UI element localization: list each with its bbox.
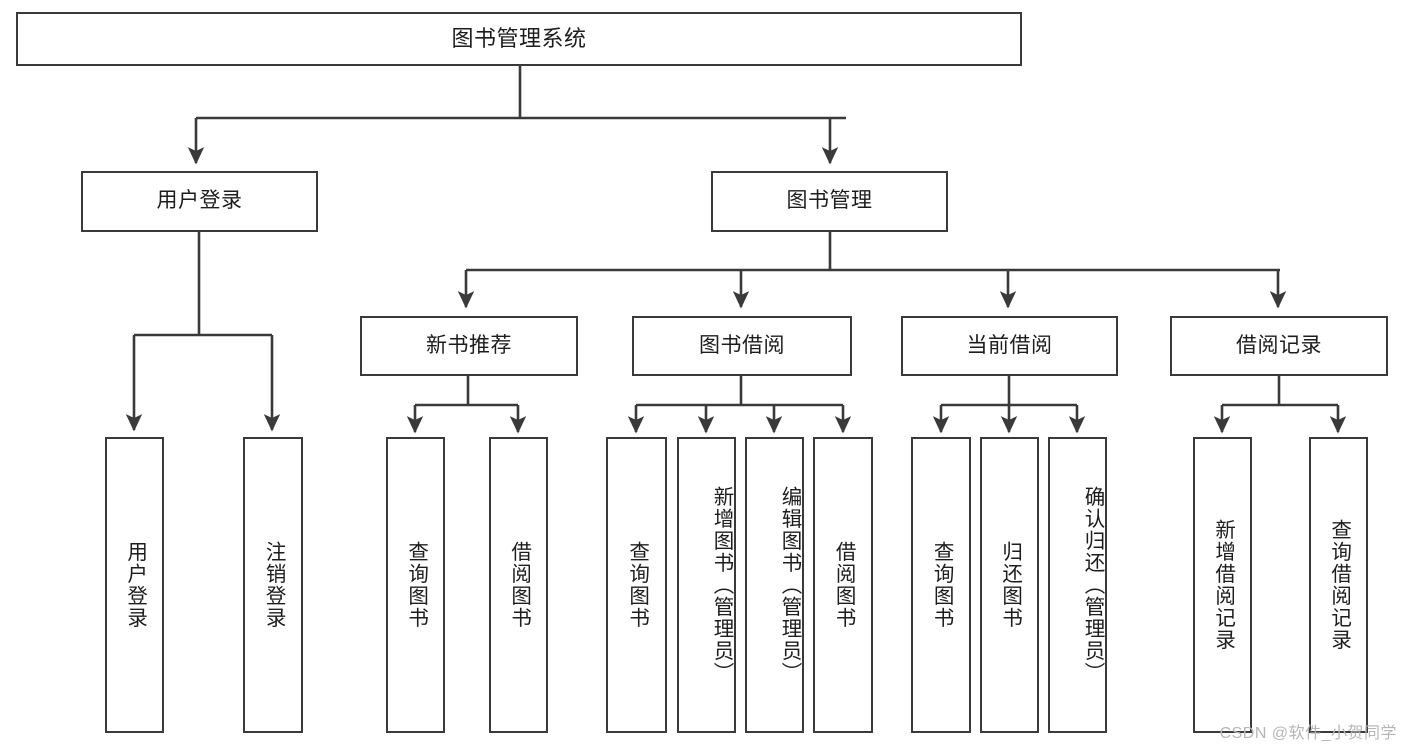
node-label: 借阅图书 bbox=[832, 541, 856, 629]
node-current-borrow[interactable]: 当前借阅 bbox=[901, 316, 1118, 376]
node-label: 新增图书（管理员） bbox=[710, 485, 733, 684]
leaf-user-login-login[interactable]: 用户登录 bbox=[105, 437, 164, 733]
leaf-current-confirm-return-admin[interactable]: 确认归还（管理员） bbox=[1048, 437, 1107, 733]
leaf-record-query-record[interactable]: 查询借阅记录 bbox=[1309, 437, 1368, 733]
node-root-system[interactable]: 图书管理系统 bbox=[16, 12, 1022, 66]
leaf-current-return-book[interactable]: 归还图书 bbox=[980, 437, 1039, 733]
node-label: 图书借阅 bbox=[699, 333, 785, 357]
node-label: 借阅记录 bbox=[1236, 333, 1322, 357]
node-label: 图书管理系统 bbox=[451, 25, 587, 51]
node-label: 确认归还（管理员） bbox=[1081, 485, 1104, 684]
node-label: 当前借阅 bbox=[966, 333, 1053, 357]
node-book-management[interactable]: 图书管理 bbox=[711, 171, 948, 232]
leaf-user-login-logout[interactable]: 注销登录 bbox=[243, 437, 303, 733]
node-label: 注销登录 bbox=[262, 541, 286, 629]
node-label: 编辑图书（管理员） bbox=[778, 485, 801, 684]
node-new-book-recommend[interactable]: 新书推荐 bbox=[360, 316, 578, 376]
node-label: 借阅图书 bbox=[507, 541, 531, 629]
node-book-borrow[interactable]: 图书借阅 bbox=[632, 316, 852, 376]
leaf-borrow-borrow-book[interactable]: 借阅图书 bbox=[813, 437, 873, 733]
node-label: 图书管理 bbox=[786, 189, 873, 213]
leaf-recommend-borrow-book[interactable]: 借阅图书 bbox=[489, 437, 548, 733]
node-label: 查询图书 bbox=[404, 541, 428, 629]
leaf-current-query-book[interactable]: 查询图书 bbox=[911, 437, 971, 733]
node-label: 查询图书 bbox=[930, 541, 954, 629]
watermark-text: CSDN @软件_小贺同学 bbox=[1219, 725, 1397, 742]
node-label: 新书推荐 bbox=[426, 333, 512, 357]
node-user-login[interactable]: 用户登录 bbox=[81, 171, 318, 232]
node-label: 查询图书 bbox=[625, 541, 649, 629]
leaf-borrow-query-book[interactable]: 查询图书 bbox=[606, 437, 667, 733]
node-label: 用户登录 bbox=[156, 189, 243, 213]
leaf-record-add-record[interactable]: 新增借阅记录 bbox=[1193, 437, 1252, 733]
leaf-borrow-add-book-admin[interactable]: 新增图书（管理员） bbox=[677, 437, 736, 733]
leaf-recommend-query-book[interactable]: 查询图书 bbox=[386, 437, 445, 733]
node-borrow-record[interactable]: 借阅记录 bbox=[1170, 316, 1388, 376]
node-label: 用户登录 bbox=[123, 541, 147, 629]
leaf-borrow-edit-book-admin[interactable]: 编辑图书（管理员） bbox=[745, 437, 804, 733]
node-label: 新增借阅记录 bbox=[1211, 519, 1235, 651]
node-label: 归还图书 bbox=[998, 541, 1022, 629]
node-label: 查询借阅记录 bbox=[1327, 519, 1351, 651]
